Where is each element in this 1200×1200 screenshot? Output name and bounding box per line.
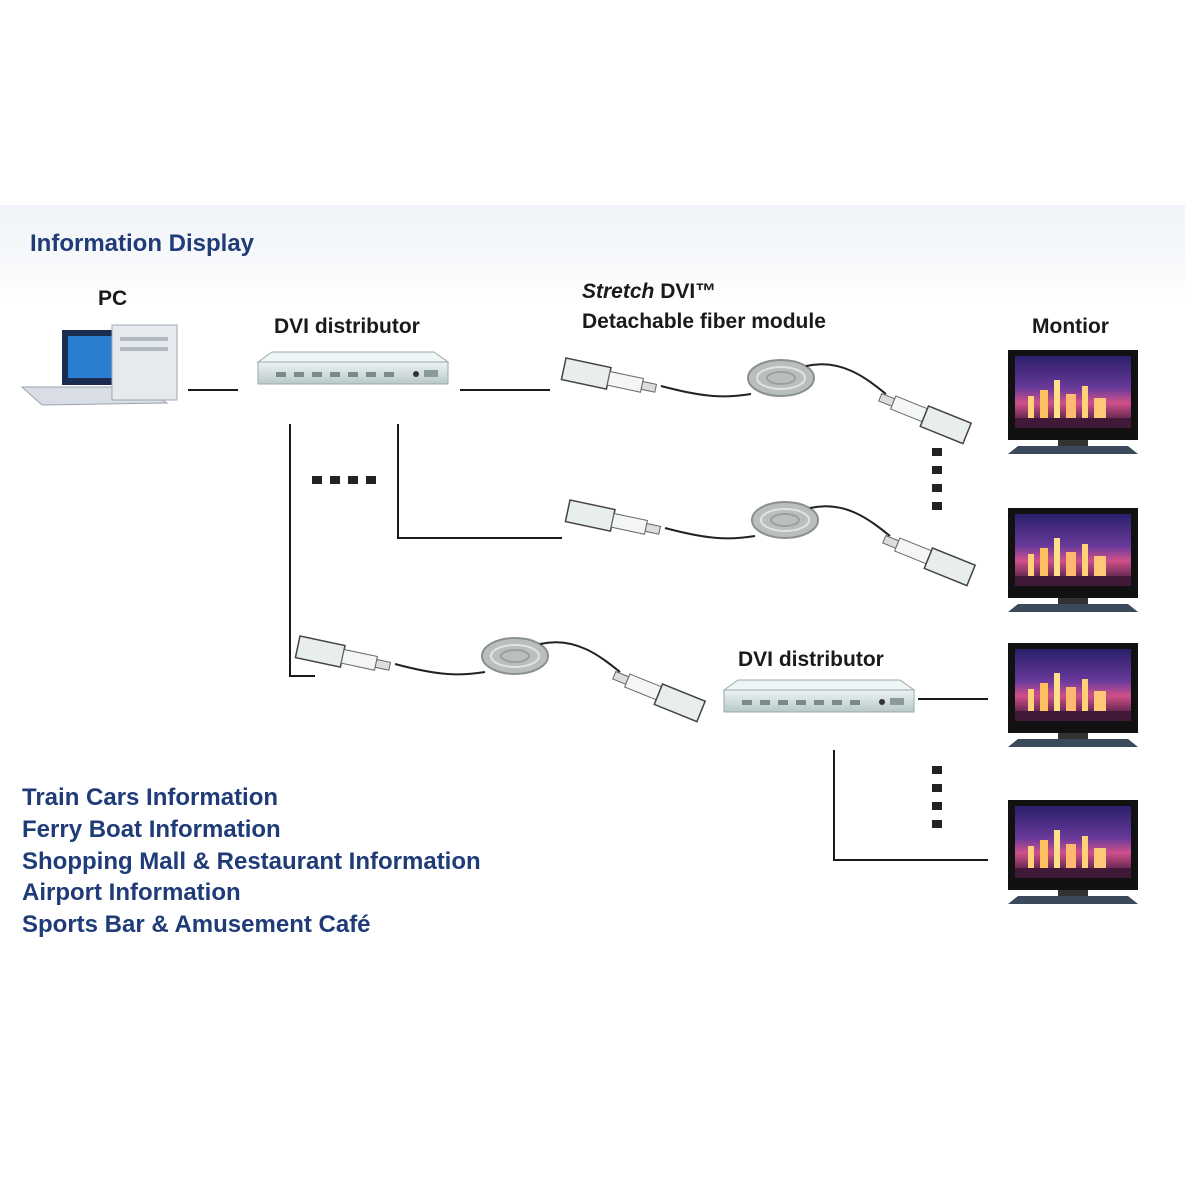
list-item: Airport Information [22,877,481,909]
page-title: Information Display [30,230,254,258]
pc-icon [22,325,177,405]
dvi-distributor-icon [724,680,914,712]
fiber-subtitle: Detachable fiber module [582,310,826,333]
monitor-label: Montior [1032,315,1109,339]
list-item: Sports Bar & Amusement Café [22,909,481,941]
distributor-label: DVI distributor [274,315,420,339]
fiber-module-icon [565,500,975,586]
monitor-icon [1008,800,1138,904]
fiber-module-icon [561,358,971,444]
fiber-dvi: DVI™ [654,280,716,303]
ellipsis-icon [932,448,942,510]
fiber-module-label: Stretch DVI™ Detachable fiber module [582,277,826,337]
monitor-icon [1008,350,1138,454]
list-item: Ferry Boat Information [22,814,481,846]
ellipsis-icon [312,476,376,484]
list-item: Shopping Mall & Restaurant Information [22,846,481,878]
dvi-distributor-icon [258,352,448,384]
application-list: Train Cars Information Ferry Boat Inform… [22,782,481,941]
list-item: Train Cars Information [22,782,481,814]
monitor-icon [1008,508,1138,612]
pc-label: PC [98,287,127,311]
monitor-icon [1008,643,1138,747]
fiber-brand: Stretch [582,280,654,303]
fiber-module-icon [295,636,705,722]
ellipsis-icon [932,766,942,828]
distributor-label: DVI distributor [738,648,884,672]
